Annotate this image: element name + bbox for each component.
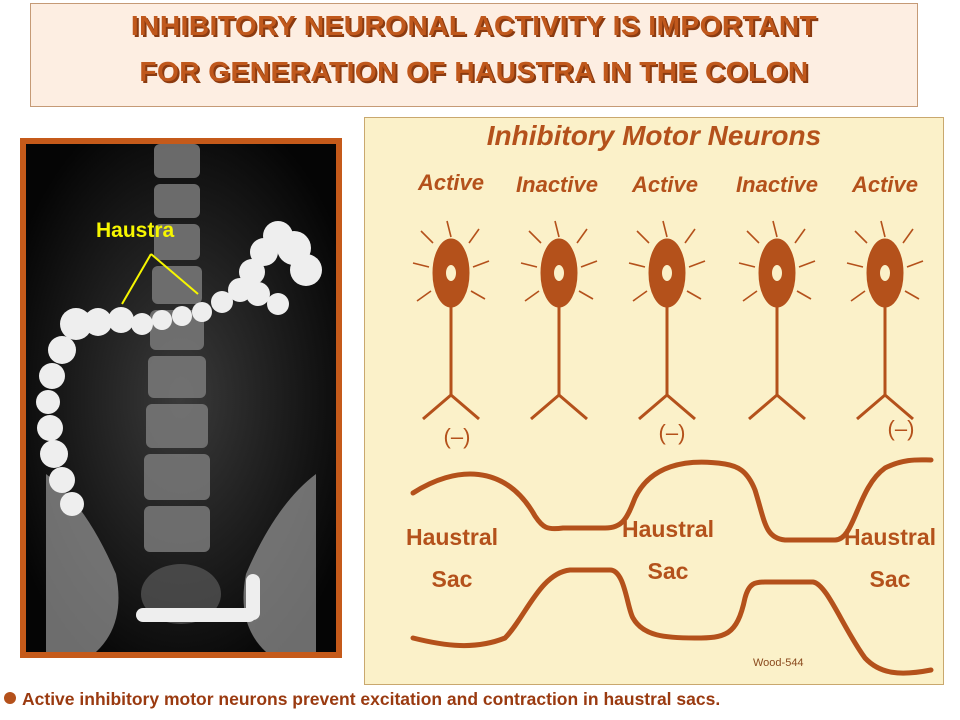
neuron-1-state: Active <box>417 170 485 195</box>
lower-trace <box>410 567 934 676</box>
neuron-2-state: Inactive <box>516 172 598 197</box>
diagram-title: Inhibitory Motor Neurons <box>486 120 822 151</box>
bottom-note-text: Active inhibitory motor neurons prevent … <box>22 689 721 709</box>
neuron-group <box>412 220 924 421</box>
title-box: INHIBITORY NEURONAL ACTIVITY IS IMPORTAN… <box>30 3 918 107</box>
neuron-2 <box>520 220 598 421</box>
sac-2-line2: Sac <box>647 558 689 584</box>
title-line-1: INHIBITORY NEURONAL ACTIVITY IS IMPORTAN… <box>130 10 818 41</box>
neuron-5-inhibition-sign: (‒) <box>887 416 915 441</box>
traces <box>410 457 934 676</box>
colon-contrast <box>36 221 322 622</box>
neuron-4 <box>738 220 816 421</box>
haustral-sac-label-2: Haustral Sac <box>613 508 723 592</box>
title-line-2: FOR GENERATION OF HAUSTRA IN THE COLON <box>139 56 809 87</box>
neuron-1 <box>412 220 490 421</box>
credit-label: Wood-544 <box>753 657 804 669</box>
sac-1-line1: Haustral <box>405 524 499 550</box>
neuron-diagram-svg <box>410 220 934 676</box>
neuron-3-inhibition-sign: (‒) <box>658 420 686 445</box>
haustral-sac-label-3: Haustral Sac <box>835 516 945 600</box>
neuron-3 <box>628 220 706 421</box>
sac-3-line2: Sac <box>869 566 911 592</box>
sac-3-line1: Haustral <box>843 524 937 550</box>
neuron-diagram-panel: Inhibitory Motor Neurons Active Inactive… <box>364 117 944 685</box>
bullet-icon <box>4 692 16 704</box>
neuron-3-state: Active <box>631 172 699 197</box>
neuron-4-state: Inactive <box>736 172 818 197</box>
haustra-pointers <box>121 253 199 305</box>
haustra-label: Haustra <box>96 219 175 242</box>
xray-frame <box>20 138 342 658</box>
upper-trace <box>410 457 934 543</box>
bottom-note: Active inhibitory motor neurons prevent … <box>4 689 954 710</box>
sac-1-line2: Sac <box>431 566 473 592</box>
neuron-1-inhibition-sign: (‒) <box>443 424 471 449</box>
neuron-5-state: Active <box>851 172 919 197</box>
haustral-sac-label-1: Haustral Sac <box>397 516 507 600</box>
sac-2-line1: Haustral <box>621 516 715 542</box>
colon-xray-image <box>26 144 336 652</box>
neuron-5 <box>846 220 924 421</box>
